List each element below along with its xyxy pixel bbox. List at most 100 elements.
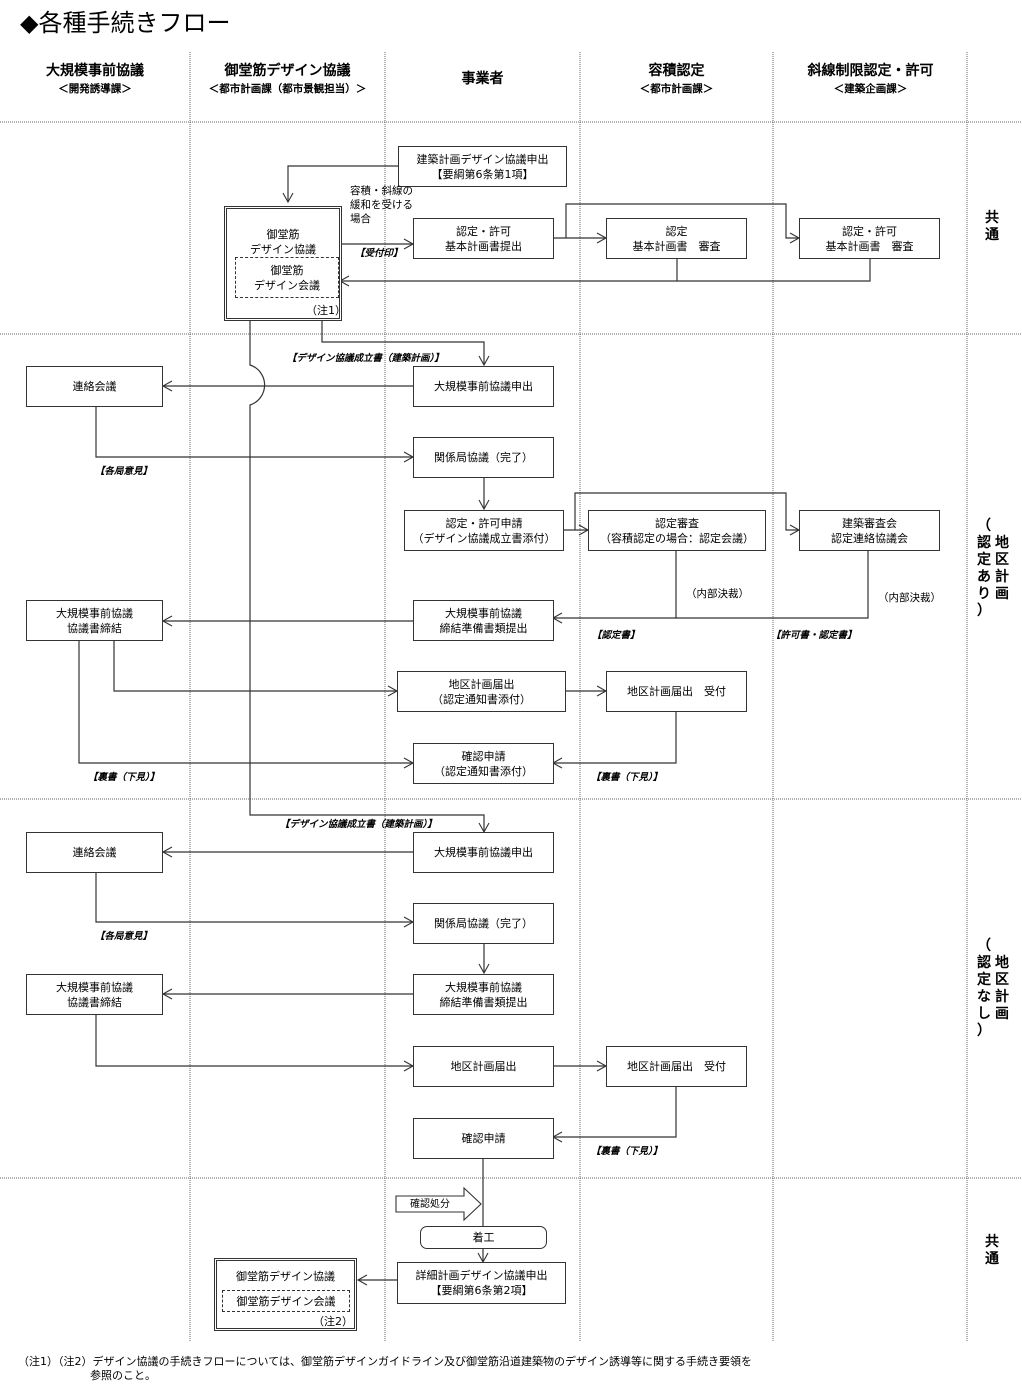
confirm-apply-box[interactable]: 確認申請 （認定通知書添付） (413, 743, 554, 784)
confirm-disposition-label: 確認処分 (410, 1199, 450, 1210)
design-council-inner-box: 御堂筋 デザイン会議 (235, 257, 339, 298)
lane-dept: ＜建築企画課＞ (833, 83, 908, 95)
phase-char: 認 (977, 955, 991, 971)
box-line: 御堂筋デザイン協議 (236, 1270, 335, 1283)
box-line: （デザイン協議成立書添付） (412, 531, 556, 545)
phase-label-without-cert: （ 認 定 な し ） 地 区 計 画 (975, 938, 1011, 1040)
permit-cert-label: 【許可書・認定書】 (771, 630, 857, 641)
lane-name: 斜線制限認定・許可 (807, 63, 934, 79)
relaxation-note: 容積・斜線の 緩和を受ける 場合 (350, 184, 413, 226)
prior-consult-apply-box[interactable]: 大規模事前協議申出 (413, 366, 554, 407)
box-line: 関係局協議（完了） (434, 917, 533, 930)
internal-decision-label: （内部決裁） (878, 592, 941, 604)
phase-char: 通 (985, 227, 999, 243)
permit-apply-box[interactable]: 認定・許可申請 （デザイン協議成立書添付） (404, 510, 564, 551)
building-council-box[interactable]: 建築審査会 認定連絡協議会 (799, 510, 940, 551)
box-line: 大規模事前協議申出 (434, 846, 533, 859)
phase-char: ） (977, 1023, 991, 1039)
note-line: 緩和を受ける (350, 199, 413, 211)
box-line: デザイン会議 (254, 278, 320, 292)
phase-char: 認 (977, 535, 991, 551)
stamp-label: 【受付印】 (355, 248, 403, 259)
box-line: 認定・許可 (456, 224, 511, 238)
lane-header-design-consultation: 御堂筋デザイン協議 ＜都市計画課（都市景観担当）＞ (190, 60, 385, 96)
box-line: 認定・許可 (842, 224, 897, 238)
phase-char: （ (977, 938, 991, 954)
cert-doc-label: 【認定書】 (592, 630, 640, 641)
district-receipt-box[interactable]: 地区計画届出 受付 (606, 1046, 747, 1087)
lane-dept: ＜都市計画課（都市景観担当）＞ (208, 83, 367, 95)
review-far-box[interactable]: 認定 基本計画書 審査 (606, 218, 747, 259)
endorse-label: 【裏書（下見）】 (591, 772, 663, 783)
phase-char: 区 (995, 552, 1009, 568)
connector (676, 550, 869, 619)
district-notice-box[interactable]: 地区計画届出 (413, 1046, 554, 1087)
bureau-consult-box[interactable]: 関係局協議（完了） (413, 903, 554, 944)
agreement-sign-box[interactable]: 大規模事前協議 協議書締結 (26, 974, 163, 1015)
box-line: （認定通知書添付） (432, 692, 531, 706)
review-slant-box[interactable]: 認定・許可 基本計画書 審査 (799, 218, 940, 259)
confirm-apply-box[interactable]: 確認申請 (413, 1118, 554, 1159)
box-line: 建築審査会 (842, 516, 897, 530)
construction-start-box[interactable]: 着工 (420, 1226, 547, 1249)
note-2: （注2） (313, 1315, 353, 1328)
phase-char: 定 (977, 972, 991, 988)
bureau-opinion-label: 【各局意見】 (95, 466, 153, 477)
bureau-consult-box[interactable]: 関係局協議（完了） (413, 437, 554, 478)
phase-char: 地 (995, 535, 1009, 551)
box-line: 【要綱第6条第2項】 (430, 1284, 533, 1297)
phase-char: り (977, 586, 991, 602)
detail-design-apply-box[interactable]: 詳細計画デザイン協議申出 【要綱第6条第2項】 (397, 1262, 566, 1304)
agreement-sign-box[interactable]: 大規模事前協議 協議書締結 (26, 600, 163, 641)
lane-name: 事業者 (461, 71, 504, 87)
connector (677, 258, 871, 282)
design-cert-label: 【デザイン協議成立書（建築計画）】 (280, 819, 437, 830)
lane-header-prior-consultation: 大規模事前協議 ＜開発誘導課＞ (0, 60, 190, 96)
connector (282, 165, 398, 204)
footnote: （注1）（注2）デザイン協議の手続きフローについては、御堂筋デザインガイドライン… (18, 1355, 752, 1383)
lane-name: 御堂筋デザイン協議 (224, 63, 351, 79)
box-line: 地区計画届出 (450, 1060, 517, 1073)
phase-char: 共 (985, 210, 999, 226)
cert-review-box[interactable]: 認定審査 （容積認定の場合：認定会議） (588, 510, 766, 551)
connector (574, 492, 801, 536)
submit-basic-plan-box[interactable]: 認定・許可 基本計画書提出 (413, 218, 554, 259)
endorse-label: 【裏書（下見）】 (88, 772, 160, 783)
box-line: デザイン協議 (250, 243, 316, 256)
district-receipt-box[interactable]: 地区計画届出 受付 (606, 671, 747, 712)
box-line: 認定審査 (655, 516, 699, 530)
apply-design-box[interactable]: 建築計画デザイン協議申出 【要綱第6条第1項】 (398, 146, 567, 187)
district-notice-box[interactable]: 地区計画届出 （認定通知書添付） (397, 671, 566, 712)
phase-char: し (977, 1006, 991, 1022)
box-line: 着工 (472, 1231, 495, 1244)
connector (551, 550, 677, 624)
box-line: 締結準備書類提出 (439, 621, 528, 635)
phase-char: 計 (995, 989, 1009, 1005)
box-line: 大規模事前協議 (56, 606, 133, 620)
phase-char: 計 (995, 569, 1009, 585)
box-line: 確認申請 (461, 1132, 506, 1145)
box-line: 大規模事前協議 (445, 980, 522, 994)
connector (78, 640, 415, 769)
box-line: （容積認定の場合：認定会議） (600, 531, 754, 545)
connector (565, 203, 801, 244)
phase-char: （ (977, 518, 991, 534)
connector (95, 1013, 415, 1072)
box-line: 認定連絡協議会 (831, 531, 908, 545)
footnote-line: （注1）（注2）デザイン協議の手続きフローについては、御堂筋デザインガイドライン… (18, 1355, 752, 1368)
agreement-prep-box[interactable]: 大規模事前協議 締結準備書類提出 (413, 600, 554, 641)
liaison-meeting-box[interactable]: 連絡会議 (26, 366, 163, 407)
prior-consult-apply-box[interactable]: 大規模事前協議申出 (413, 832, 554, 873)
connector (551, 711, 677, 769)
box-line: 地区計画届出 (448, 677, 515, 691)
box-line: 連絡会議 (72, 380, 117, 393)
phase-label-common: 共 通 (985, 210, 999, 244)
agreement-prep-box[interactable]: 大規模事前協議 締結準備書類提出 (413, 974, 554, 1015)
box-line: 締結準備書類提出 (439, 995, 528, 1009)
liaison-meeting-box[interactable]: 連絡会議 (26, 832, 163, 873)
box-line: 大規模事前協議 (445, 606, 522, 620)
footnote-line: 参照のこと。 (90, 1369, 156, 1382)
box-line: 御堂筋 (266, 228, 300, 241)
phase-char: あ (977, 569, 991, 585)
